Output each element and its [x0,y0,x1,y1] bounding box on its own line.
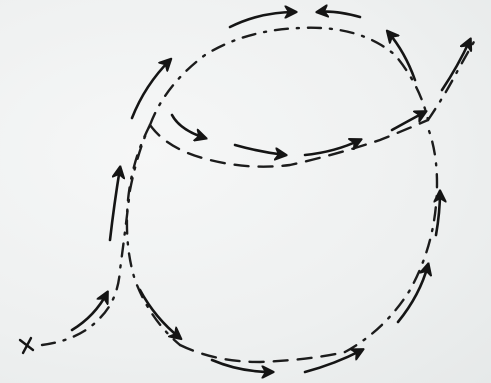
arrow-icon [140,290,180,338]
x-mark-icon [20,338,33,353]
dashed-path-upper-arc [150,28,428,125]
dashed-path-start [42,125,150,345]
arrow-icon [172,115,205,138]
arrow-icon [318,12,360,17]
arrow-icon [72,293,107,330]
arrow-icon [305,140,360,155]
arrow-icon [388,32,415,80]
arrow-icon [442,40,470,90]
arrow-icon [230,12,295,27]
arrow-icon [398,265,428,322]
dashed-path-lower-bottom [180,345,345,362]
dashed-path-inner-loop [150,120,428,167]
arrow-icon [235,145,285,155]
arrow-icon [110,168,120,240]
arrow-icon [132,60,170,118]
dashed-path-exit [428,40,475,120]
dashed-path-lower-right [345,128,437,352]
